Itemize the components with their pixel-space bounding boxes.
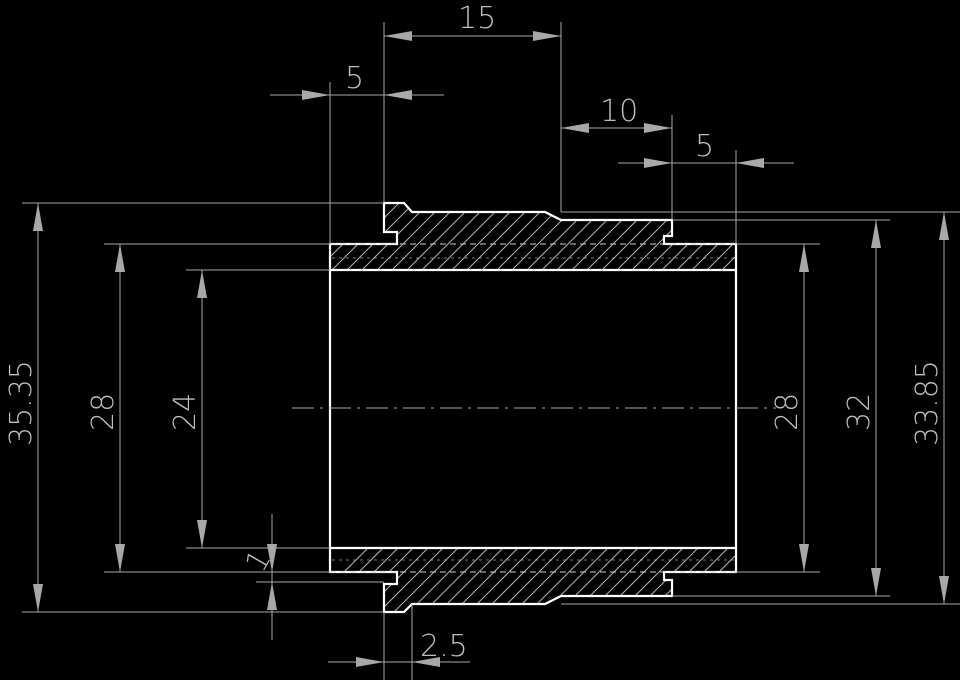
- hatch-line: [780, 200, 852, 272]
- hatch-line: [434, 548, 506, 612]
- hatch-line: [734, 548, 736, 612]
- hatch-line: [584, 548, 656, 612]
- hatch-line: [569, 203, 643, 270]
- hatch-line: [419, 548, 491, 612]
- hatch-line: [509, 203, 583, 270]
- hatch-line: [614, 203, 688, 270]
- hatch-line: [689, 203, 736, 270]
- hatch-line: [750, 200, 822, 272]
- hatch-line: [494, 548, 566, 612]
- hatch-line: [599, 548, 671, 612]
- hatch-line: [644, 203, 718, 270]
- hatch-line: [479, 548, 551, 612]
- hatch-line: [509, 548, 581, 612]
- hatch-line: [330, 548, 401, 612]
- hatch-line: [389, 203, 463, 270]
- hatch-line: [750, 546, 820, 616]
- hatch-line: [419, 203, 493, 270]
- hatch-line: [389, 548, 461, 612]
- hatch-line: [554, 548, 626, 612]
- dim-24: 24: [168, 393, 203, 431]
- hatch-line: [449, 203, 523, 270]
- hatch-line: [464, 548, 536, 612]
- dimension-lines: [33, 31, 949, 667]
- hatch-line: [689, 548, 736, 612]
- hatch-line: [719, 203, 736, 270]
- hatch-line: [719, 548, 736, 612]
- dim-28-left: 28: [86, 393, 121, 431]
- hatch-line: [569, 548, 641, 612]
- hatch-line: [330, 203, 388, 270]
- hatch-line: [404, 548, 476, 612]
- hatch-line: [404, 203, 478, 270]
- hatch-line: [524, 548, 596, 612]
- hatch-line: [330, 203, 403, 270]
- dim-10: 10: [600, 94, 638, 129]
- hatch-line: [674, 548, 736, 612]
- hatch-line: [704, 548, 736, 612]
- extension-lines: [22, 22, 960, 680]
- hatch-line: [464, 203, 538, 270]
- hatch-line: [434, 203, 508, 270]
- hatch-line: [344, 203, 418, 270]
- hatch-line: [449, 548, 521, 612]
- hatch-line: [554, 203, 628, 270]
- hatch-line: [704, 203, 736, 270]
- hatch-line: [734, 203, 736, 270]
- dim-32: 32: [842, 393, 877, 431]
- dim-28-right: 28: [770, 393, 805, 431]
- hatch-line: [330, 548, 386, 612]
- hatch-line: [479, 203, 553, 270]
- hatch-line: [374, 548, 446, 612]
- hatch-line: [614, 548, 686, 612]
- hatch-line: [359, 548, 431, 612]
- dim-15: 15: [458, 1, 496, 36]
- dim-35-35: 35.35: [4, 360, 39, 446]
- hatch-line: [780, 546, 850, 616]
- hatch-line: [330, 548, 371, 612]
- dim-2-5: 2.5: [420, 629, 468, 664]
- hatch-line: [644, 548, 716, 612]
- hatch-line: [765, 546, 835, 616]
- hatch-line: [344, 548, 416, 612]
- hatch-line: [539, 548, 611, 612]
- dim-5-right: 5: [695, 129, 714, 164]
- dim-5-top: 5: [345, 61, 364, 96]
- hatch-line: [494, 203, 568, 270]
- hatch-line: [330, 203, 373, 270]
- hatch-line: [539, 203, 613, 270]
- hatch-line: [584, 203, 658, 270]
- dim-33-85: 33.85: [910, 360, 945, 446]
- hatch-line: [599, 203, 673, 270]
